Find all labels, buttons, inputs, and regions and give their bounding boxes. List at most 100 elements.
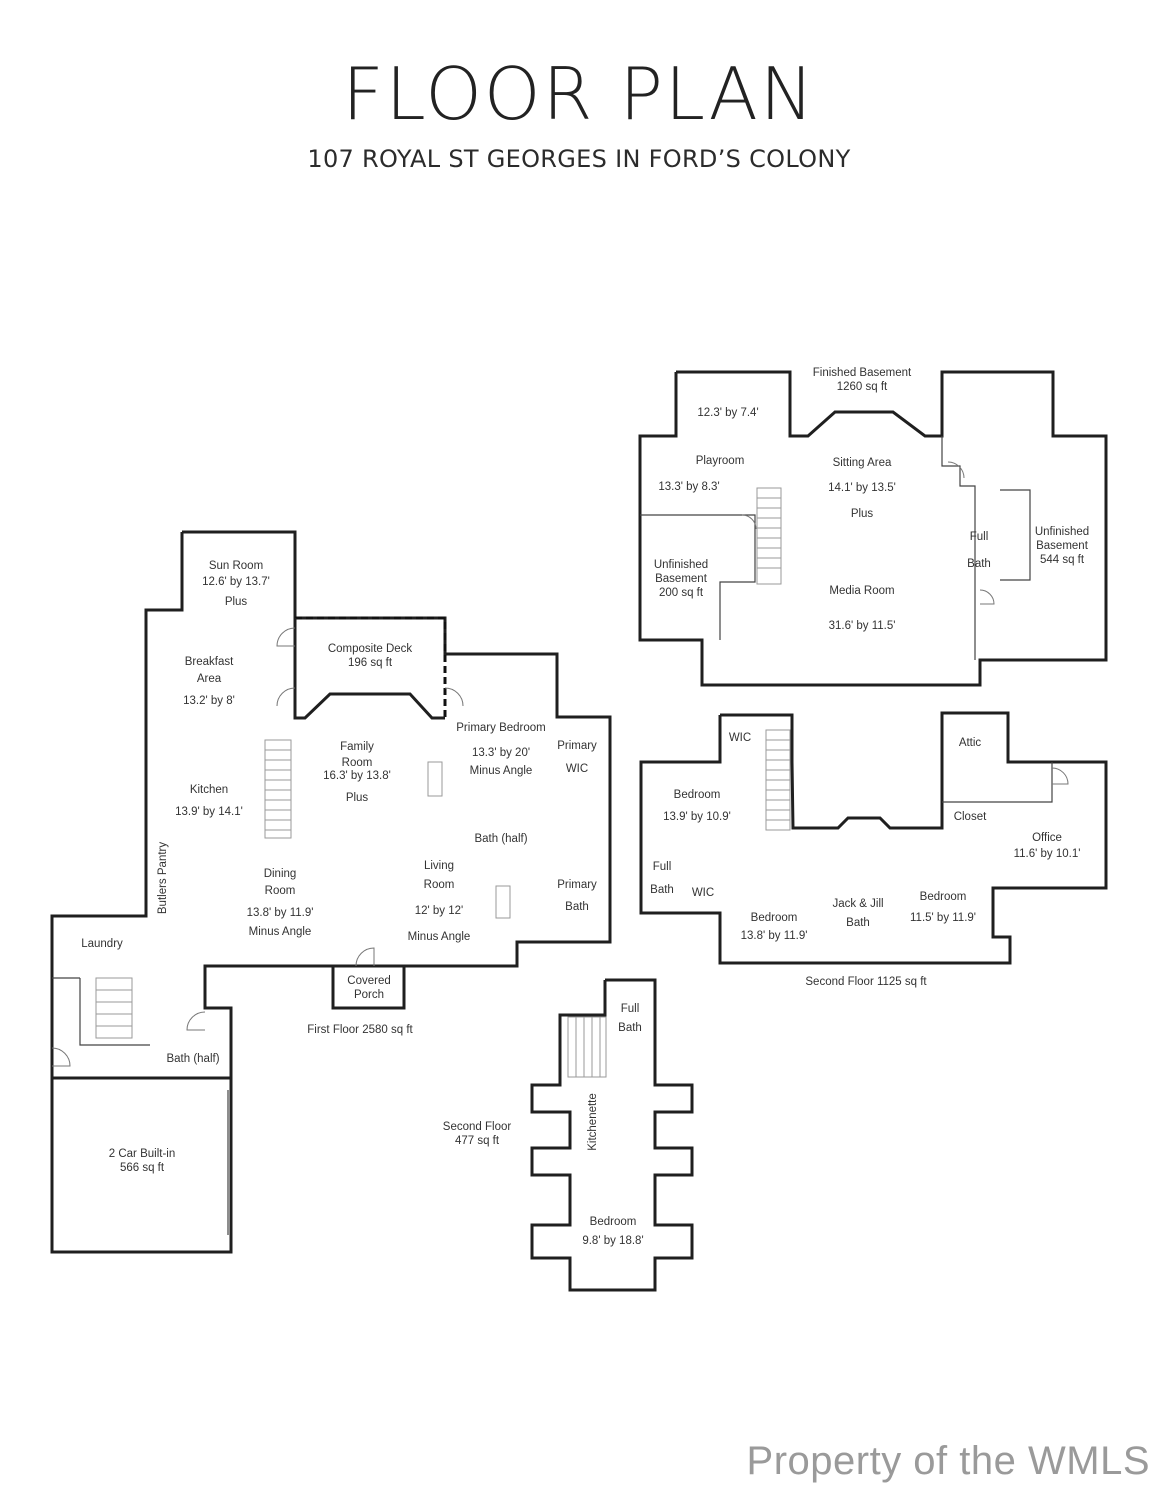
floor-area-label: Second Floor 1125 sq ft: [805, 976, 927, 988]
room-label: Attic: [959, 737, 982, 749]
room-label: Closet: [954, 811, 987, 823]
room-note: Plus: [851, 508, 874, 520]
room-dimension: 31.6' by 11.5': [829, 620, 896, 632]
covered-porch-outline: [331, 966, 406, 1010]
room-label: Basement: [1036, 540, 1089, 552]
room-label: Bedroom: [674, 789, 721, 801]
room-area: 544 sq ft: [1040, 554, 1085, 566]
room-label: WIC: [729, 732, 751, 744]
room-label: Playroom: [696, 455, 745, 467]
room-label: Area: [197, 673, 222, 685]
room-label: Bedroom: [920, 891, 967, 903]
bath-inner-wall: [1000, 489, 1031, 581]
first-floor-plan: [50, 530, 612, 1254]
room-dimension: 13.8' by 11.9': [247, 907, 314, 919]
room-label: Laundry: [81, 938, 123, 950]
room-label: Bath (half): [474, 833, 527, 845]
room-dimension: 13.3' by 8.3': [658, 481, 719, 493]
door-swing: [51, 1047, 71, 1067]
room-label: Living: [424, 860, 454, 872]
room-label: Kitchen: [190, 784, 228, 796]
room-note: Minus Angle: [249, 926, 312, 938]
room-label: Full: [653, 861, 672, 873]
room-label: Primary: [557, 879, 597, 891]
stairs-first-floor: [264, 739, 292, 839]
door-swing: [186, 1011, 206, 1031]
room-label: Kitchenette: [587, 1093, 599, 1151]
garage-outline: [50, 1078, 233, 1254]
room-dimension: 16.3' by 13.8': [323, 770, 391, 782]
deck-bottom-wall: [293, 618, 445, 720]
room-label: Primary: [557, 740, 597, 752]
room-labels: Sun Room 12.6' by 13.7' Plus Breakfast A…: [81, 367, 1089, 1247]
stairs-basement: [756, 487, 782, 585]
room-label: 2 Car Built-in: [109, 1148, 175, 1160]
room-label: WIC: [566, 763, 588, 775]
room-dimension: 13.2' by 8': [183, 695, 235, 707]
door-swing: [1051, 767, 1069, 785]
room-label: Bedroom: [751, 912, 798, 924]
room-label: Bath (half): [166, 1053, 219, 1065]
door-swing: [741, 514, 757, 530]
room-label: Jack & Jill: [832, 898, 883, 910]
room-label: Bedroom: [590, 1216, 637, 1228]
floor-area-label: 1260 sq ft: [837, 381, 888, 393]
room-label: Room: [342, 757, 373, 769]
composite-deck-outline: [295, 616, 447, 718]
room-dimension: 13.3' by 20': [472, 747, 530, 759]
second-floor-guest-plan: [530, 978, 694, 1292]
room-dimension: 12.3' by 7.4': [697, 407, 758, 419]
floor-area-label: 477 sq ft: [455, 1135, 500, 1147]
room-label: Family: [340, 741, 374, 753]
room-label: Full: [970, 531, 989, 543]
room-note: Minus Angle: [470, 765, 533, 777]
room-label: Porch: [354, 989, 384, 1001]
fireplace-marker: [427, 761, 443, 797]
room-label: Sitting Area: [833, 457, 892, 469]
room-label: Media Room: [829, 585, 894, 597]
door-swing: [276, 627, 296, 647]
unfinished-basement-wall: [640, 514, 756, 640]
room-label: Room: [265, 885, 296, 897]
room-dimension: 12' by 12': [415, 905, 464, 917]
watermark: Property of the WMLS: [746, 1439, 1150, 1483]
closet-wall: [942, 762, 1053, 803]
door-swing: [979, 589, 995, 605]
room-dimension: 9.8' by 18.8': [582, 1235, 643, 1247]
room-area: 566 sq ft: [120, 1162, 165, 1174]
room-label: Room: [424, 879, 455, 891]
room-note: Minus Angle: [408, 931, 471, 943]
stairs-guest: [567, 1016, 607, 1078]
bath-wall: [941, 436, 976, 660]
stair-wall: [79, 978, 150, 1046]
guest-floor-outline: [530, 978, 694, 1292]
second-floor-outline: [639, 711, 1108, 965]
door-swing: [276, 687, 296, 707]
property-address: 107 ROYAL ST GEORGES IN FORD’S COLONY: [307, 145, 851, 173]
door-swing: [947, 461, 965, 479]
room-label: Office: [1032, 832, 1062, 844]
basement-outline: [638, 370, 1108, 687]
room-label: Bath: [618, 1022, 642, 1034]
basement-plan: [638, 370, 1108, 687]
door-swing: [444, 687, 464, 707]
room-area: 196 sq ft: [348, 657, 393, 669]
floor-area-label: Second Floor: [443, 1121, 512, 1133]
room-label: Basement: [655, 573, 708, 585]
room-label: Bath: [846, 917, 870, 929]
room-dimension: 14.1' by 13.5': [828, 482, 896, 494]
first-floor-outline: [50, 530, 612, 1080]
room-dimension: 11.6' by 10.1': [1014, 848, 1081, 860]
room-label: Composite Deck: [328, 643, 413, 655]
floor-area-label: First Floor 2580 sq ft: [307, 1024, 413, 1036]
door-swing: [355, 947, 375, 967]
room-label: Full: [621, 1003, 640, 1015]
page-title: FLOOR PLAN: [342, 52, 816, 136]
room-label: Sun Room: [209, 560, 263, 572]
stairs-second-floor: [765, 729, 791, 831]
room-label: Bath: [967, 558, 991, 570]
room-label: Butlers Pantry: [157, 842, 169, 914]
room-dimension: 13.9' by 14.1': [175, 806, 243, 818]
second-floor-plan: [639, 711, 1108, 965]
